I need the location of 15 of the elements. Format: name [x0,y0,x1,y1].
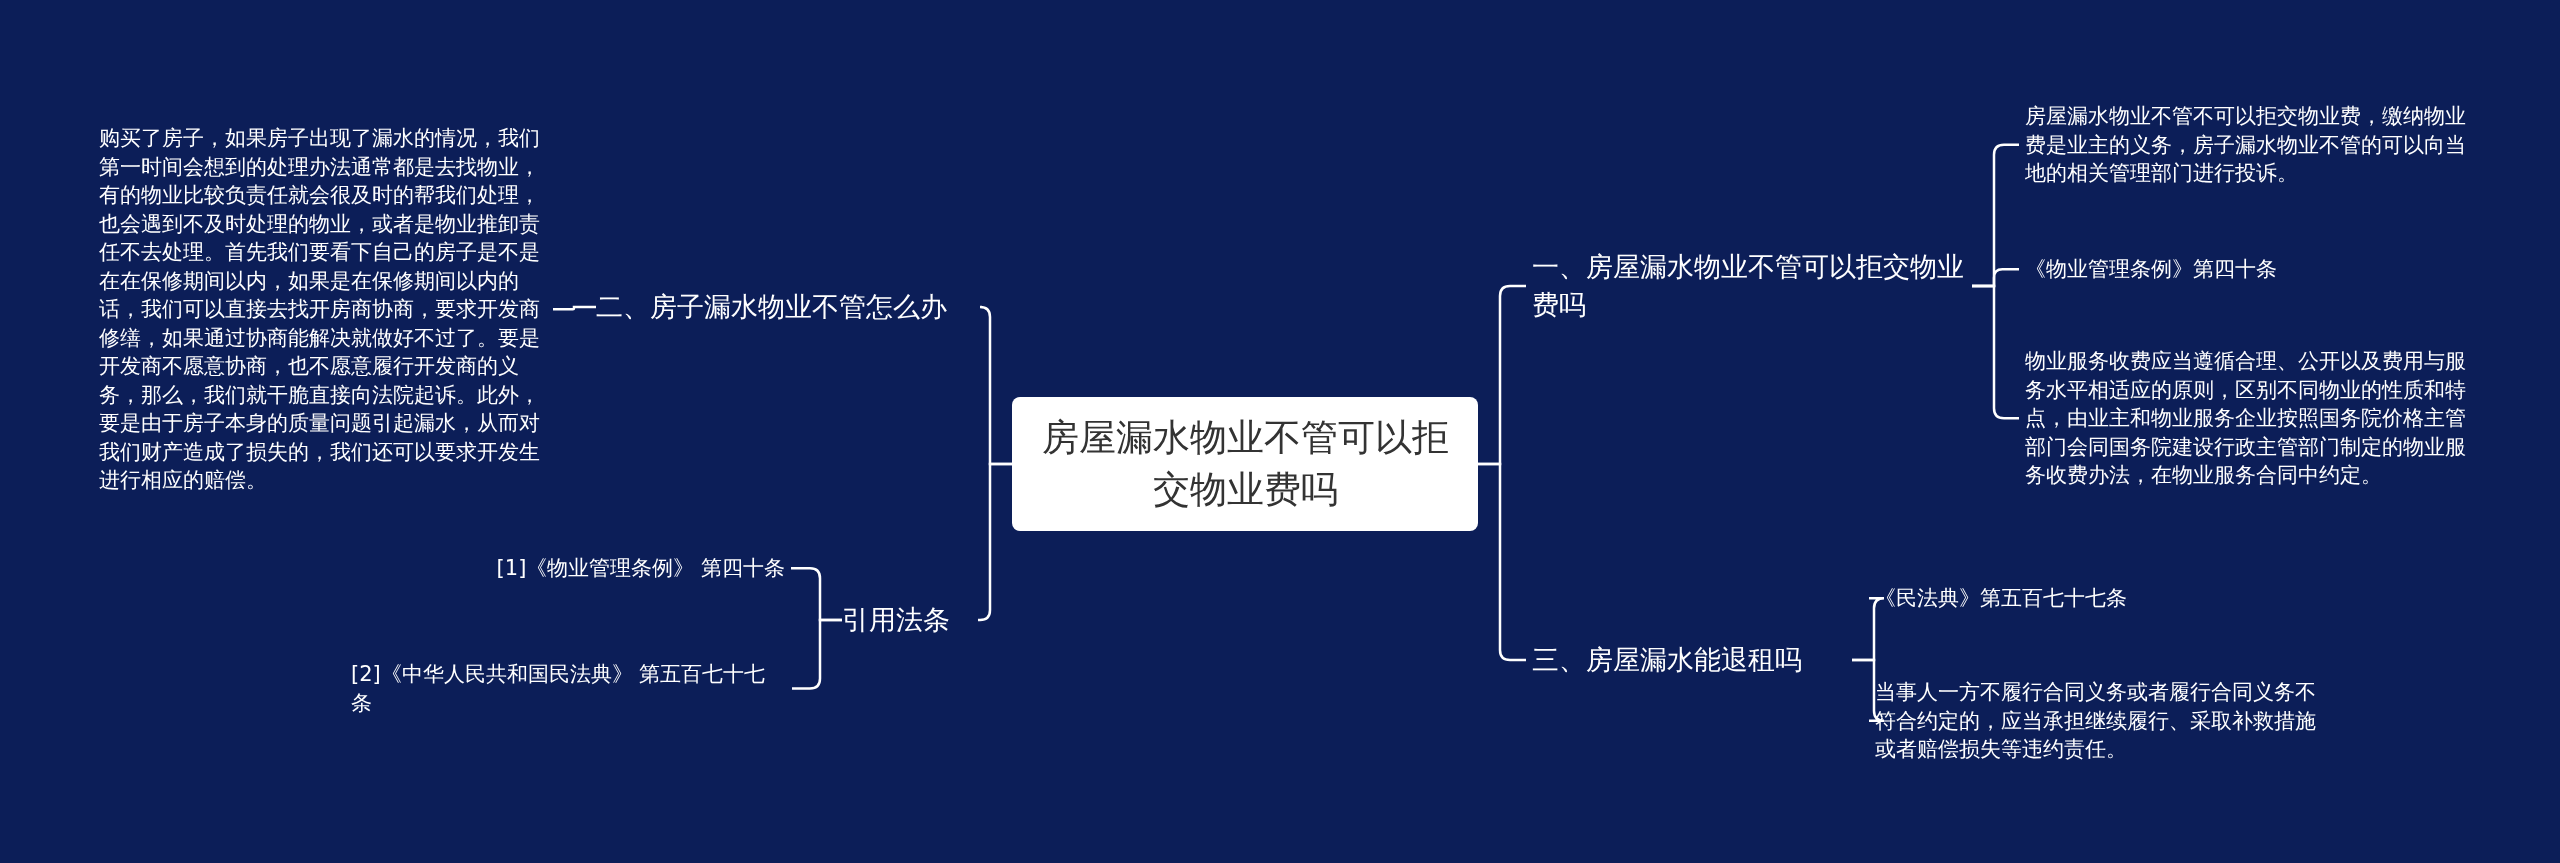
branch-topic: 三、房屋漏水能退租吗 [1532,641,1852,679]
central-topic-box: 房屋漏水物业不管可以拒交物业费吗 [1012,397,1478,531]
reference-text: [2]《中华人民共和国民法典》 第五百七十七条 [351,660,786,717]
branch-topic: 引用法条 [842,601,972,639]
law-citation: 《民法典》第五百七十七条 [1875,584,2320,613]
detail-text: 当事人一方不履行合同义务或者履行合同义务不符合约定的，应当承担继续履行、采取补救措施或者赔偿损失等违约责任。 [1875,678,2320,764]
connector-line [978,462,1012,622]
reference-text: [1]《物业管理条例》 第四十条 [380,554,785,583]
branch-topic: 一、房屋漏水物业不管可以拒交物业费吗 [1532,248,1972,324]
law-citation: 《物业管理条例》第四十条 [2025,255,2470,284]
detail-text: 物业服务收费应当遵循合理、公开以及费用与服务水平相适应的原则，区别不同物业的性质和特点，由业主和物业服务企业按照国务院价格主管部门会同国务院建设行政主管部门制定的物业服务收费办法，在物业服务合同中约定。 [2025,347,2470,490]
detail-text: 购买了房子，如果房子出现了漏水的情况，我们第一时间会想到的处理办法通常都是去找物业，有的物业比较负责任就会很及时的帮我们处理，也会遇到不及时处理的物业，或者是物业推卸责任不去处理。首先我们要看下自己的房子是不是在在保修期间以内，如果是在保修期间以内的话，我们可以直接去找开房商协商，要求开发商修缮，如果通过协商能解决就做好不过了。要是开发商不愿意协商，也不愿意履行开发商的义务，那么，我们就干脆直接向法院起诉。此外，要是由于房子本身的质量问题引起漏水，从而对我们财产造成了损失的，我们还可以要求开发生进行相应的赔偿。 [99,124,547,495]
branch-topic: 二、房子漏水物业不管怎么办 [596,288,976,326]
detail-text: 房屋漏水物业不管不可以拒交物业费，缴纳物业费是业主的义务，房子漏水物业不管的可以向当地的相关管理部门进行投诉。 [2025,102,2470,188]
connector-line [553,305,596,311]
